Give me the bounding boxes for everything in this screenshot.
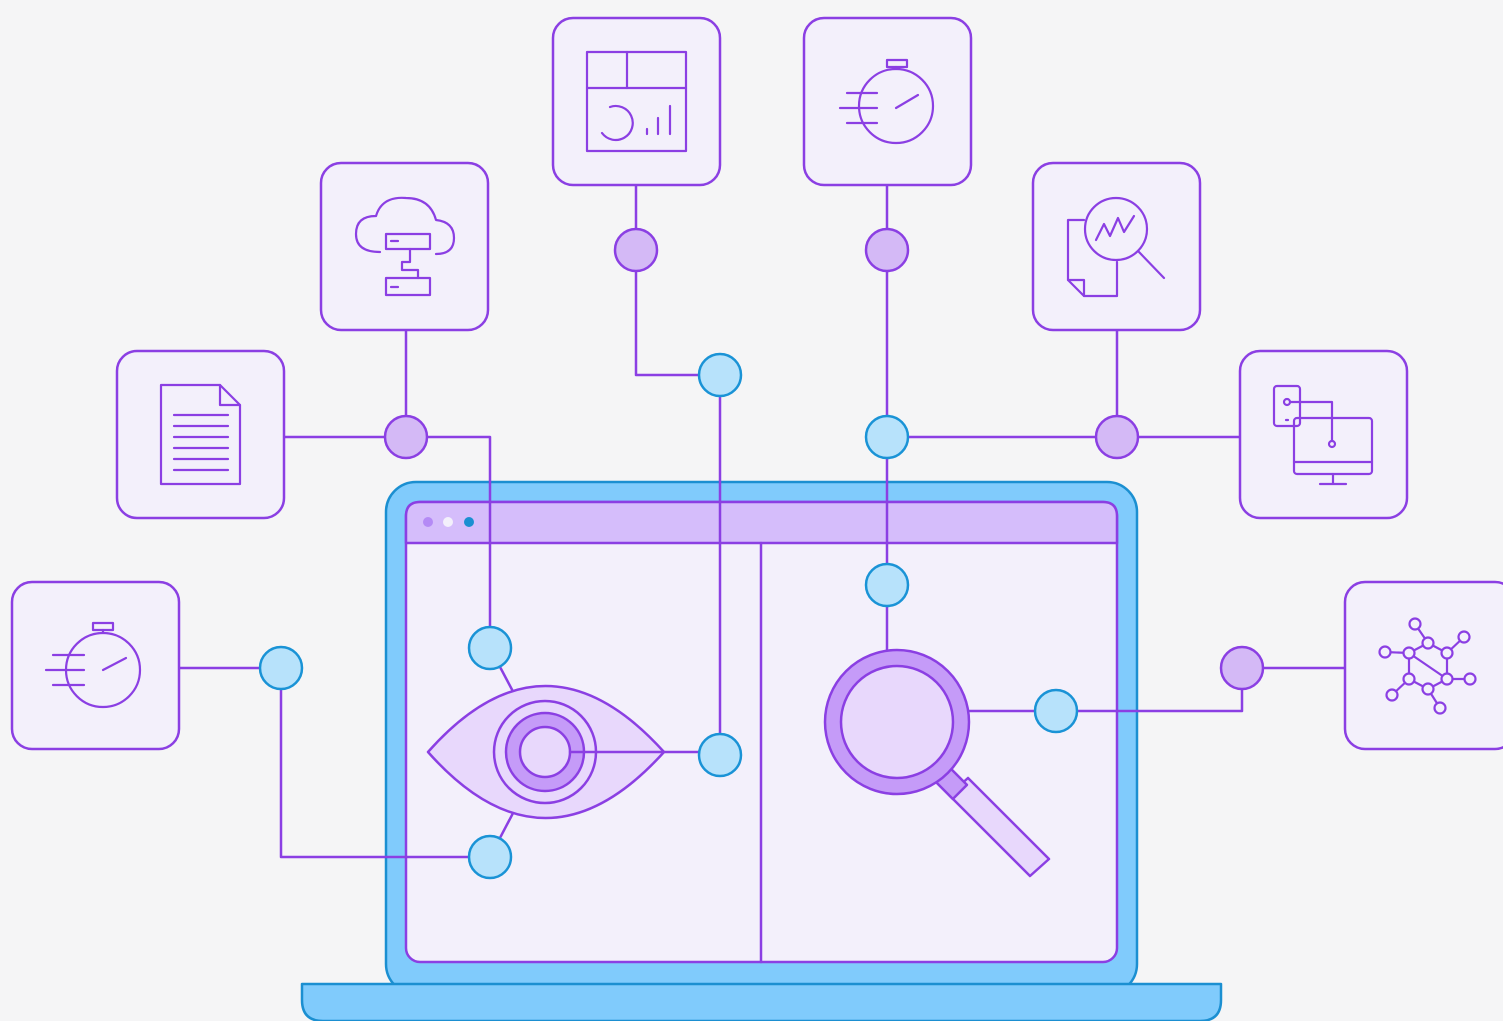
node-stopwatch	[258, 645, 304, 691]
node-cloud-junction	[383, 414, 429, 460]
node-magnifier-right	[1033, 688, 1079, 734]
window-dot-purple	[423, 517, 433, 527]
browser-titlebar	[404, 500, 1119, 545]
eye-icon	[426, 684, 666, 820]
connector-document-to-eye	[282, 435, 492, 650]
card-analytics	[1031, 161, 1202, 332]
window-dot-white	[443, 517, 453, 527]
card-stopwatch	[10, 580, 181, 751]
node-eye-top	[467, 625, 513, 671]
node-eye-bottom	[467, 834, 513, 880]
magnifier-icon	[823, 648, 1051, 878]
eye-pupil	[518, 725, 572, 779]
card-dashboard	[551, 16, 722, 187]
multi-device-icon	[1272, 384, 1374, 486]
cloud-server-icon	[354, 196, 456, 297]
node-dashboard-elbow	[697, 352, 743, 398]
connector-dashboard-to-eye	[634, 184, 722, 757]
node-analytics-junction	[1094, 414, 1140, 460]
laptop	[300, 480, 1223, 1021]
cards	[10, 16, 1503, 751]
node-eye-right	[697, 732, 743, 778]
card-devices	[1238, 349, 1409, 520]
node-dashboard	[613, 227, 659, 273]
purple-nodes	[383, 227, 1265, 691]
card-network	[1343, 580, 1503, 751]
stopwatch-icon	[44, 621, 142, 709]
window-dot-blue	[464, 517, 474, 527]
network-graph-icon	[1378, 617, 1477, 715]
analytics-search-icon	[1066, 196, 1166, 298]
node-network	[1219, 645, 1265, 691]
fast-stopwatch-icon	[838, 58, 935, 145]
card-fast-stopwatch	[802, 16, 973, 187]
node-bus-junction	[864, 414, 910, 460]
connector-stopwatch-to-eye	[177, 666, 492, 859]
card-cloud-server	[319, 161, 490, 332]
magnifier-lens	[839, 664, 955, 780]
laptop-base	[300, 982, 1223, 1021]
node-magnifier-top	[864, 562, 910, 608]
node-fast-stopwatch	[864, 227, 910, 273]
dashboard-icon	[585, 50, 688, 153]
card-document	[115, 349, 286, 520]
blue-nodes	[258, 352, 1079, 880]
document-icon	[159, 383, 242, 486]
